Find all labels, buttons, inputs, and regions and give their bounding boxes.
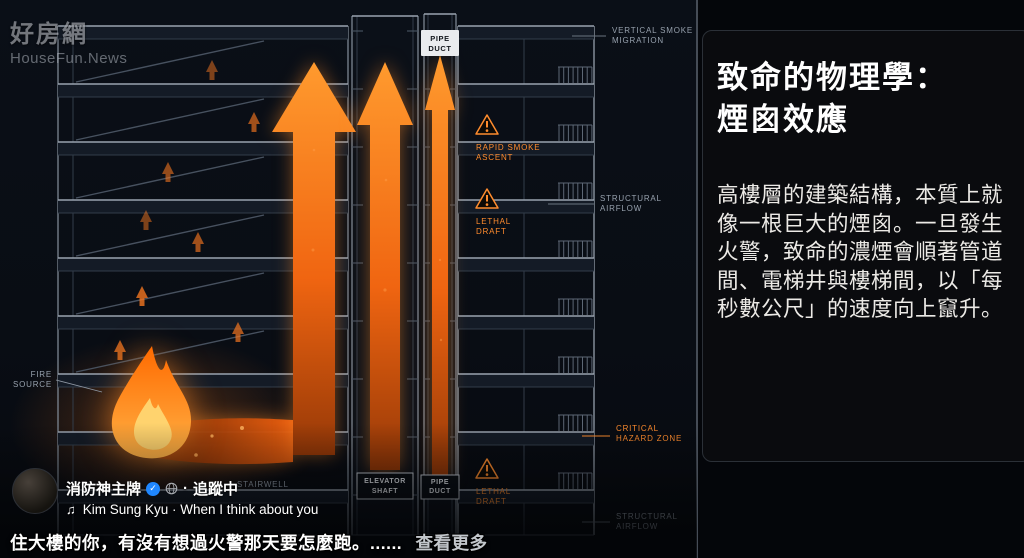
- hazard-triangle-icon: [475, 188, 499, 209]
- card-title: 致命的物理學： 煙囪效應: [717, 60, 948, 137]
- stairwell-smoke-arrow: [272, 62, 356, 455]
- lethal-draft-upper-label: LETHAL: [476, 217, 511, 226]
- svg-text:MIGRATION: MIGRATION: [612, 36, 664, 45]
- hazard-triangle-icon: [475, 114, 499, 135]
- hazard-triangle-icon: [475, 458, 499, 479]
- svg-text:DUCT: DUCT: [428, 44, 451, 53]
- watermark-sub: HouseFun.News: [10, 50, 128, 67]
- watermark: 好房網 HouseFun.News: [10, 14, 127, 67]
- following-button[interactable]: 追蹤中: [193, 481, 239, 498]
- rapid-smoke-ascent-label: RAPID SMOKE: [476, 143, 540, 152]
- lethal-draft-lower-label: LETHAL: [476, 487, 511, 496]
- svg-text:DRAFT: DRAFT: [476, 227, 507, 236]
- watermark-brand: 好房網: [10, 21, 88, 48]
- username[interactable]: 消防神主牌: [66, 481, 142, 498]
- caption-text: 住大樓的你，有沒有想過火警那天要怎麼跑。......: [10, 533, 403, 553]
- fire-source-label: FIRE: [31, 370, 52, 379]
- avatar[interactable]: [12, 468, 58, 514]
- stairwell-label: STAIRWELL: [237, 480, 289, 489]
- pipe-duct-smoke-arrow: [425, 55, 455, 478]
- pipe-duct-top-tag: PIPE DUCT: [421, 30, 459, 56]
- info-card: 致命的物理學： 煙囪效應 高樓層的建築結構，本質上就像一根巨大的煙囪。一旦發生火…: [702, 30, 1024, 462]
- elevator-shaft-tag: ELEVATOR SHAFT: [356, 472, 414, 500]
- globe-icon: [165, 482, 178, 495]
- svg-text:AIRFLOW: AIRFLOW: [616, 522, 658, 531]
- card-body-text: 高樓層的建築結構，本質上就像一根巨大的煙囪。一旦發生火警，致命的濃煙會順著管道間…: [717, 183, 1004, 321]
- verified-badge-icon: ✓: [146, 481, 161, 496]
- svg-text:DUCT: DUCT: [429, 488, 451, 495]
- music-title: Kim Sung Kyu · When I think about you: [82, 502, 319, 517]
- svg-text:SHAFT: SHAFT: [372, 488, 398, 495]
- critical-hazard-zone-label: CRITICAL: [616, 424, 659, 433]
- svg-text:SOURCE: SOURCE: [13, 380, 52, 389]
- svg-text:PIPE: PIPE: [430, 34, 450, 43]
- building-smoke-diagram: FIRE SOURCE VERTICAL SMOKE MIGRATION RAP…: [0, 0, 697, 558]
- music-note-icon: ♫: [66, 502, 76, 517]
- music-row[interactable]: ♫ Kim Sung Kyu · When I think about you: [66, 502, 318, 517]
- svg-text:AIRFLOW: AIRFLOW: [600, 204, 642, 213]
- svg-text:DRAFT: DRAFT: [476, 497, 507, 506]
- dot-separator: ·: [183, 480, 189, 497]
- svg-text:ASCENT: ASCENT: [476, 153, 513, 162]
- hazard-triangle-icons: [475, 114, 499, 479]
- caption-row: 住大樓的你，有沒有想過火警那天要怎麼跑。...... 查看更多: [10, 530, 488, 555]
- svg-text:ELEVATOR: ELEVATOR: [364, 478, 406, 485]
- svg-text:HAZARD ZONE: HAZARD ZONE: [616, 434, 682, 443]
- diagram-svg: FIRE SOURCE VERTICAL SMOKE MIGRATION RAP…: [10, 13, 693, 536]
- frame-divider: [696, 0, 698, 558]
- elevator-smoke-arrow: [357, 62, 413, 470]
- vertical-smoke-migration-label: VERTICAL SMOKE: [612, 26, 693, 35]
- svg-text:PIPE: PIPE: [431, 479, 449, 486]
- structural-airflow-lower-label: STRUCTURAL: [616, 512, 678, 521]
- pipe-duct-bottom-tag: PIPE DUCT: [420, 474, 460, 500]
- smoke-arrows: [272, 55, 455, 478]
- structural-airflow-upper-label: STRUCTURAL: [600, 194, 662, 203]
- author-row: 消防神主牌 ✓ · 追蹤中: [66, 478, 238, 499]
- see-more-link[interactable]: 查看更多: [415, 533, 488, 553]
